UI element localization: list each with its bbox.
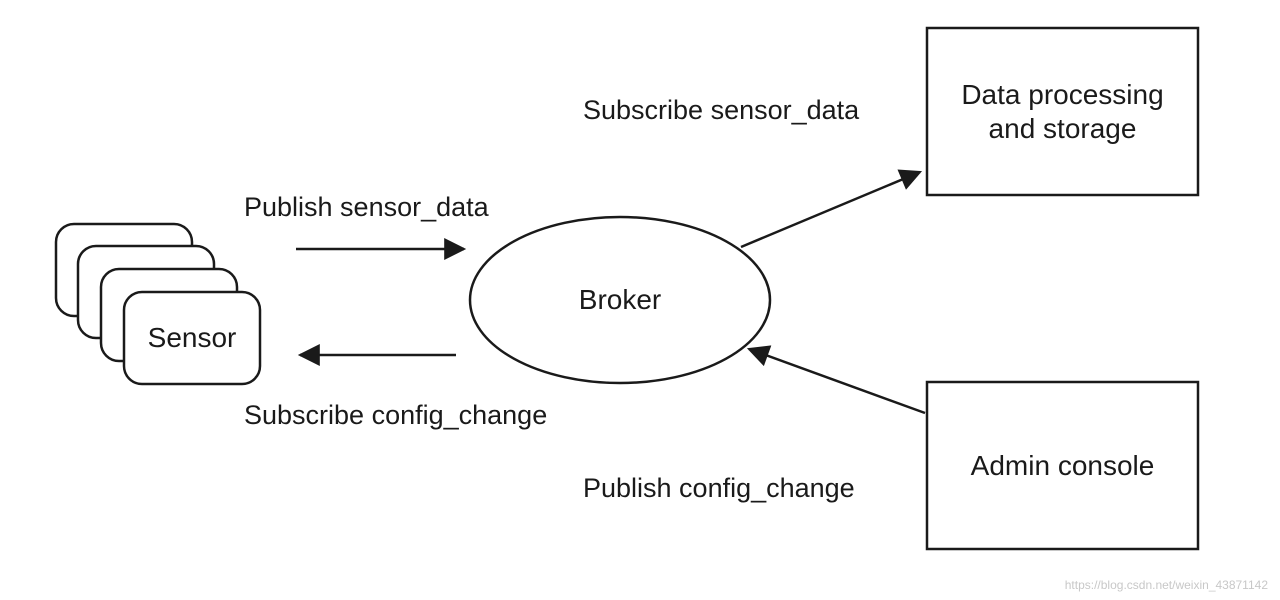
admin-console-label: Admin console	[970, 449, 1155, 481]
label-subscribe-sensor-data: Subscribe sensor_data	[583, 95, 860, 125]
label-subscribe-config-change: Subscribe config_change	[244, 400, 548, 430]
arrow-subscribe-sensor-data	[740, 169, 923, 249]
watermark-url: https://blog.csdn.net/weixin_43871142	[1064, 578, 1268, 592]
broker-ellipse	[468, 215, 772, 385]
data-processing-box	[925, 26, 1200, 197]
admin-console-box	[925, 380, 1200, 551]
sensor-card-front	[122, 290, 262, 386]
arrow-publish-config-change	[746, 345, 926, 415]
label-publish-sensor-data: Publish sensor_data	[244, 192, 489, 222]
data-processing-label: Data processing and storage	[961, 79, 1164, 144]
sensor-label: Sensor	[147, 322, 237, 353]
label-publish-config-change: Publish config_change	[583, 473, 855, 503]
broker-label: Broker	[578, 284, 662, 315]
